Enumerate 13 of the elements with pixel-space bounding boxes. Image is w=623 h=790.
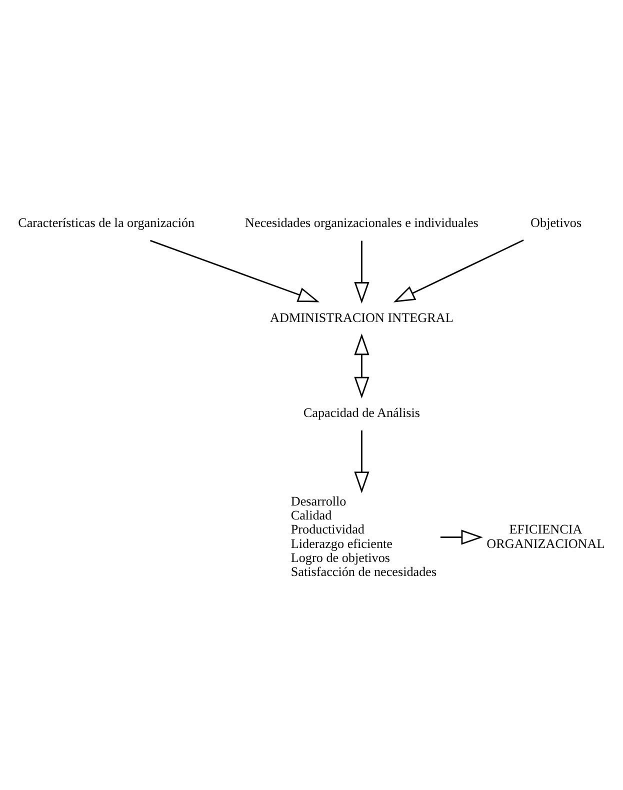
node-text: Capacidad de Análisis [303,404,420,420]
node-text: Necesidades organizacionales e individuales [245,215,478,230]
arrow [354,333,370,398]
node-text: Características de la organización [18,215,195,230]
node-text: Desarrollo Calidad Productividad Liderazgo eficiente Logro de objetivos Satisfacción de necesidades [290,494,437,579]
node-text: Objetivos [530,215,582,230]
arrow [354,240,370,304]
arrow [354,430,370,494]
arrow [440,530,483,545]
arrow [393,240,524,302]
node-text: ADMINISTRACION INTEGRAL [270,310,454,325]
arrow [150,240,320,302]
node-text: EFICIENCIA ORGANIZACIONAL [486,522,605,551]
